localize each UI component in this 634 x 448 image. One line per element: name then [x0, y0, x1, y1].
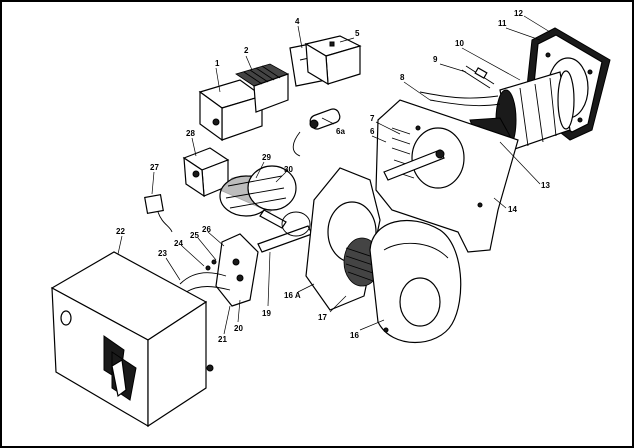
- label-part-24: 24: [174, 239, 183, 248]
- part-2-relay-block: [235, 63, 289, 113]
- part-16-fan-housing: [369, 219, 462, 343]
- part-27-valve: [144, 194, 173, 233]
- label-part-30: 30: [284, 165, 293, 174]
- label-part-14: 14: [508, 205, 517, 214]
- leader-lines: [117, 15, 551, 335]
- part-22-cover: [50, 251, 214, 428]
- label-part-2: 2: [244, 46, 249, 55]
- label-part-9: 9: [433, 55, 438, 64]
- label-part-11: 11: [498, 19, 507, 28]
- label-part-19: 19: [262, 309, 271, 318]
- part-28-pump: [182, 147, 230, 198]
- label-part-7: 7: [370, 114, 375, 123]
- label-part-1: 1: [215, 59, 220, 68]
- part-29-motor: [219, 165, 297, 229]
- label-part-12: 12: [514, 9, 523, 18]
- part-17-fan-wheel: [305, 167, 381, 311]
- label-part-16a: 16 A: [284, 291, 301, 300]
- label-part-21: 21: [218, 335, 227, 344]
- label-part-28: 28: [186, 129, 195, 138]
- label-part-25: 25: [190, 231, 199, 240]
- label-part-10: 10: [455, 39, 464, 48]
- label-part-8: 8: [400, 73, 405, 82]
- label-part-23: 23: [158, 249, 167, 258]
- label-part-26: 26: [202, 225, 211, 234]
- part-8-ignition-lead: [419, 91, 501, 107]
- part-10-blast-tube: [495, 70, 575, 151]
- label-part-27: 27: [150, 163, 159, 172]
- part-26-terminal-plate: [215, 233, 259, 307]
- label-part-20: 20: [234, 324, 243, 333]
- label-part-16: 16: [350, 331, 359, 340]
- label-part-6: 6: [370, 127, 375, 136]
- part-labels: 1 2 4 5 6 6a 7 8 9 10 11 12 13 14 16 16 …: [116, 9, 550, 344]
- part-1-control-box: [198, 79, 264, 142]
- part-23-wiring: [179, 259, 231, 293]
- label-part-17: 17: [318, 313, 327, 322]
- label-part-13: 13: [541, 181, 550, 190]
- label-part-5: 5: [355, 29, 360, 38]
- part-6-rod: [383, 149, 445, 181]
- part-6a-photocell: [292, 108, 341, 157]
- label-part-22: 22: [116, 227, 125, 236]
- label-part-4: 4: [295, 17, 300, 26]
- label-part-29: 29: [262, 153, 271, 162]
- part-9-electrode: [461, 65, 495, 89]
- label-part-6a: 6a: [336, 127, 345, 136]
- part-5-box: [304, 35, 362, 86]
